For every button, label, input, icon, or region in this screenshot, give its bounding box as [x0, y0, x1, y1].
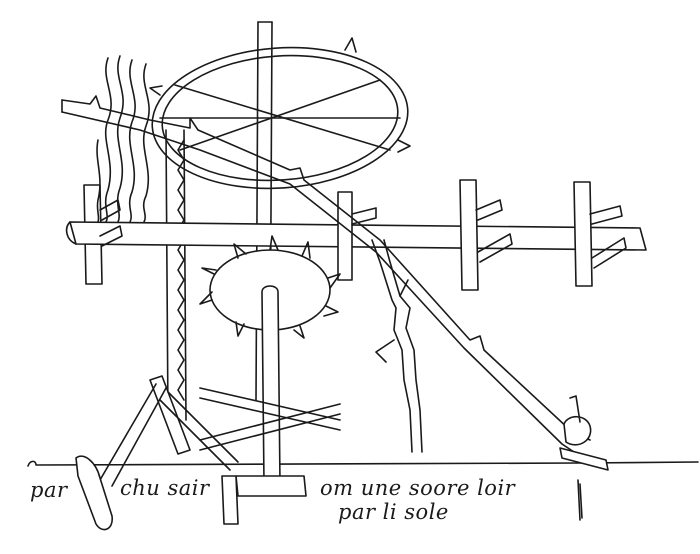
right-posts — [99, 179, 627, 291]
saw-frame — [165, 129, 187, 421]
caption-word-par: par — [30, 478, 68, 502]
caption-line-1: om une soore loir — [320, 476, 516, 500]
stake-knot — [559, 395, 609, 521]
branch-lever — [61, 95, 591, 457]
crank-axle — [199, 285, 341, 497]
upper-wheel — [149, 37, 411, 190]
caption-marker — [579, 483, 583, 519]
main-beam — [65, 221, 647, 251]
treadle-mechanism — [75, 375, 239, 531]
ground-line — [27, 460, 699, 467]
caption-word-chu-sair: chu sair — [120, 476, 210, 500]
left-post — [83, 184, 103, 285]
water-flow-lines — [96, 55, 150, 223]
hanging-branch — [371, 239, 423, 453]
saw-teeth — [177, 139, 185, 401]
caption-line-2: par li sole — [338, 500, 449, 524]
